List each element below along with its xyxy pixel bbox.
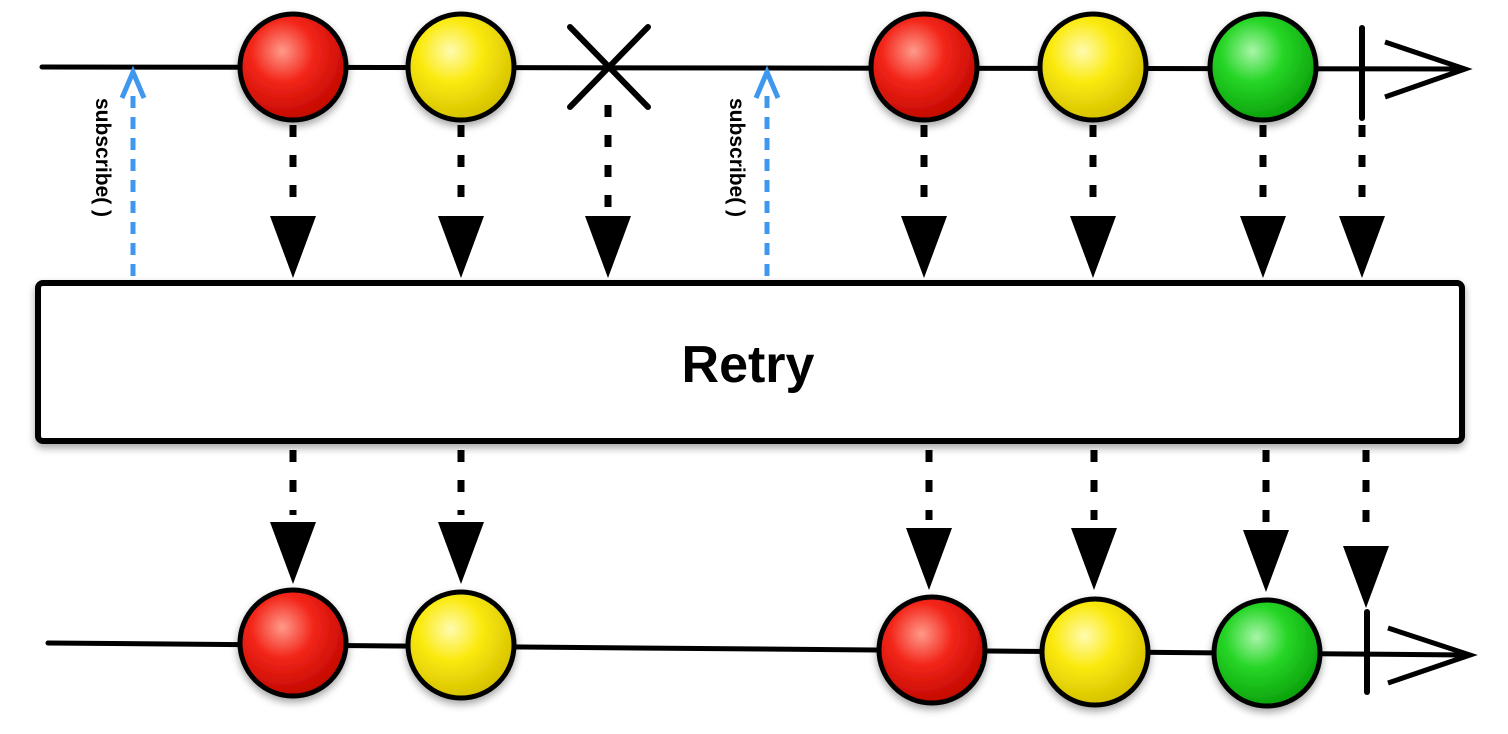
marble-red [868, 11, 980, 123]
result-events [237, 587, 1370, 709]
down-arrow [901, 125, 947, 278]
subscribe-marker: subscribe( ) [91, 65, 147, 276]
down-arrow [1343, 450, 1389, 608]
down-arrow [1240, 125, 1286, 278]
result-timeline-arrowhead [1387, 625, 1478, 686]
subscribe-label: subscribe( ) [725, 98, 748, 217]
down-arrow [1071, 450, 1117, 590]
source-events [237, 11, 1365, 123]
down-arrow [438, 125, 484, 278]
error-marker [567, 24, 651, 110]
marble-red [237, 587, 349, 699]
down-arrow [1339, 125, 1385, 278]
down-arrow [1070, 125, 1116, 278]
marble-yellow [405, 11, 517, 123]
source-timeline-arrowhead [1384, 39, 1473, 100]
source-to-operator-arrows [270, 105, 1385, 278]
operator-to-result-arrows [270, 450, 1389, 608]
down-arrow [906, 450, 952, 590]
down-arrow [585, 105, 631, 278]
down-arrow [1243, 450, 1289, 592]
operator-label: Retry [682, 336, 815, 394]
operator-box-rect [35, 280, 1465, 444]
marble-yellow [1037, 11, 1149, 123]
marble-green [1211, 597, 1323, 709]
subscribe-label: subscribe( ) [91, 98, 114, 217]
operator-box: Retry [35, 280, 1465, 444]
down-arrow [438, 450, 484, 584]
down-arrow [270, 450, 316, 584]
marble-red [237, 11, 349, 123]
subscribe-marker: subscribe( ) [725, 65, 781, 276]
subscribe-arrow-head [119, 65, 147, 99]
down-arrow [270, 125, 316, 278]
marble-yellow [1039, 596, 1151, 708]
marble-yellow [405, 589, 517, 701]
subscribe-arrow-head [753, 65, 781, 99]
marble-red [876, 594, 988, 706]
marble-green [1207, 11, 1319, 123]
